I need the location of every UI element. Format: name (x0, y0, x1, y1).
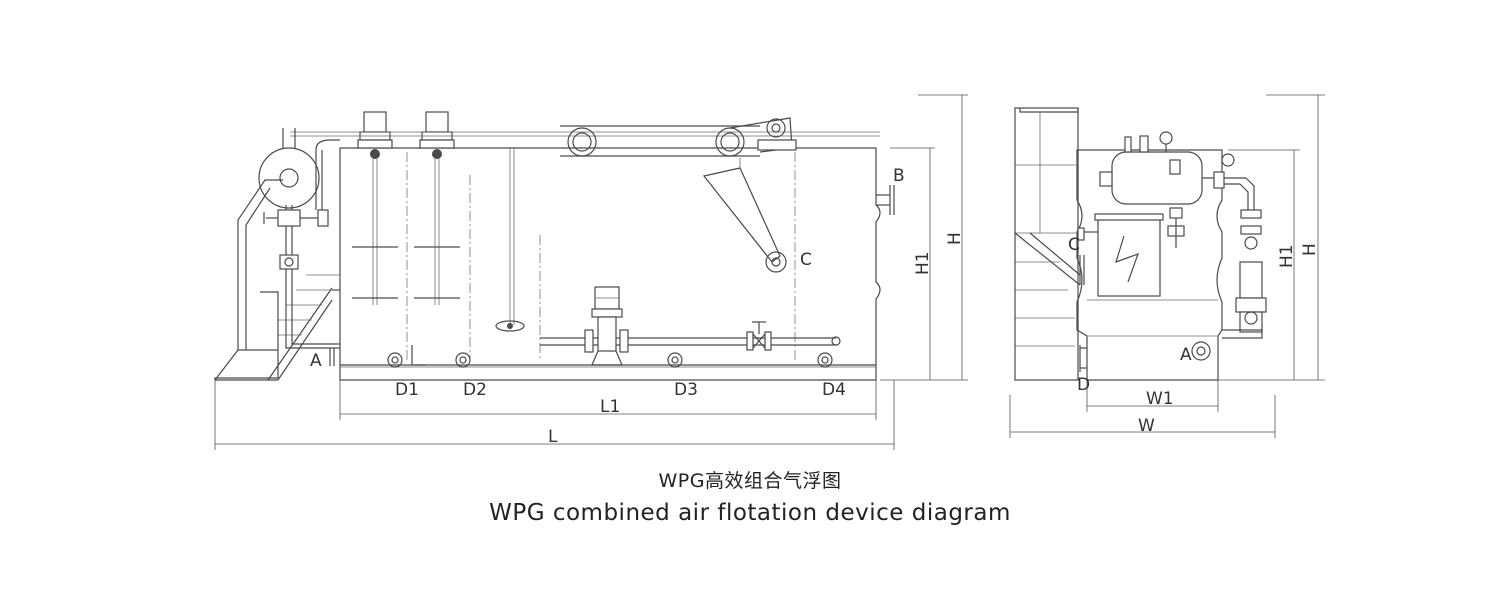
left-piping (263, 139, 340, 349)
air-tank (258, 128, 320, 209)
walkway-stairs (214, 179, 340, 381)
end-label-c: C (1068, 235, 1080, 255)
end-label-w1: W1 (1146, 389, 1174, 409)
label-l: L (548, 427, 558, 447)
agitator-2 (414, 111, 460, 305)
label-d4: D4 (822, 380, 846, 400)
end-piping (1213, 153, 1267, 339)
end-dimensions (1009, 94, 1325, 438)
label-l1: L1 (600, 397, 620, 417)
caption-title-zh: WPG高效组合气浮图 (658, 470, 842, 492)
label-d2: D2 (463, 380, 487, 400)
side-view: B C A D1 D2 D3 D4 L1 L H1 H (214, 94, 968, 450)
end-label-w: W (1138, 416, 1155, 436)
end-label-d: D (1077, 375, 1090, 395)
control-box (1094, 213, 1164, 297)
end-nozzles (1079, 341, 1211, 372)
label-d1: D1 (395, 380, 419, 400)
end-air-tank (1099, 131, 1222, 205)
diagram-caption: WPG高效组合气浮图 WPG combined air flotation de… (0, 466, 1500, 530)
nozzle-c (765, 251, 787, 273)
label-a: A (310, 351, 322, 371)
circulation-pump (584, 286, 629, 366)
end-label-a: A (1180, 345, 1192, 365)
side-dimensions (214, 94, 968, 450)
release-head (495, 320, 525, 332)
label-c: C (800, 250, 812, 270)
label-d3: D3 (674, 380, 698, 400)
end-platform (1014, 107, 1081, 381)
end-valves (1077, 207, 1185, 285)
end-view: C A D W1 W H1 H (1009, 94, 1325, 438)
scraper (290, 117, 880, 157)
drain-nozzles (387, 345, 833, 368)
end-label-h: H (1300, 243, 1320, 256)
tank-body (339, 147, 881, 381)
end-label-h1: H1 (1277, 244, 1297, 268)
gate-valve (746, 321, 772, 351)
label-b: B (893, 166, 905, 186)
caption-title-en: WPG combined air flotation device diagra… (489, 500, 1011, 526)
agitator-1 (352, 111, 398, 305)
sludge-hopper (702, 158, 781, 263)
tank-baffles (406, 148, 796, 360)
label-h: H (945, 232, 965, 245)
label-h1: H1 (913, 251, 933, 275)
nozzle-a (329, 348, 335, 366)
nozzle-b (876, 185, 895, 215)
